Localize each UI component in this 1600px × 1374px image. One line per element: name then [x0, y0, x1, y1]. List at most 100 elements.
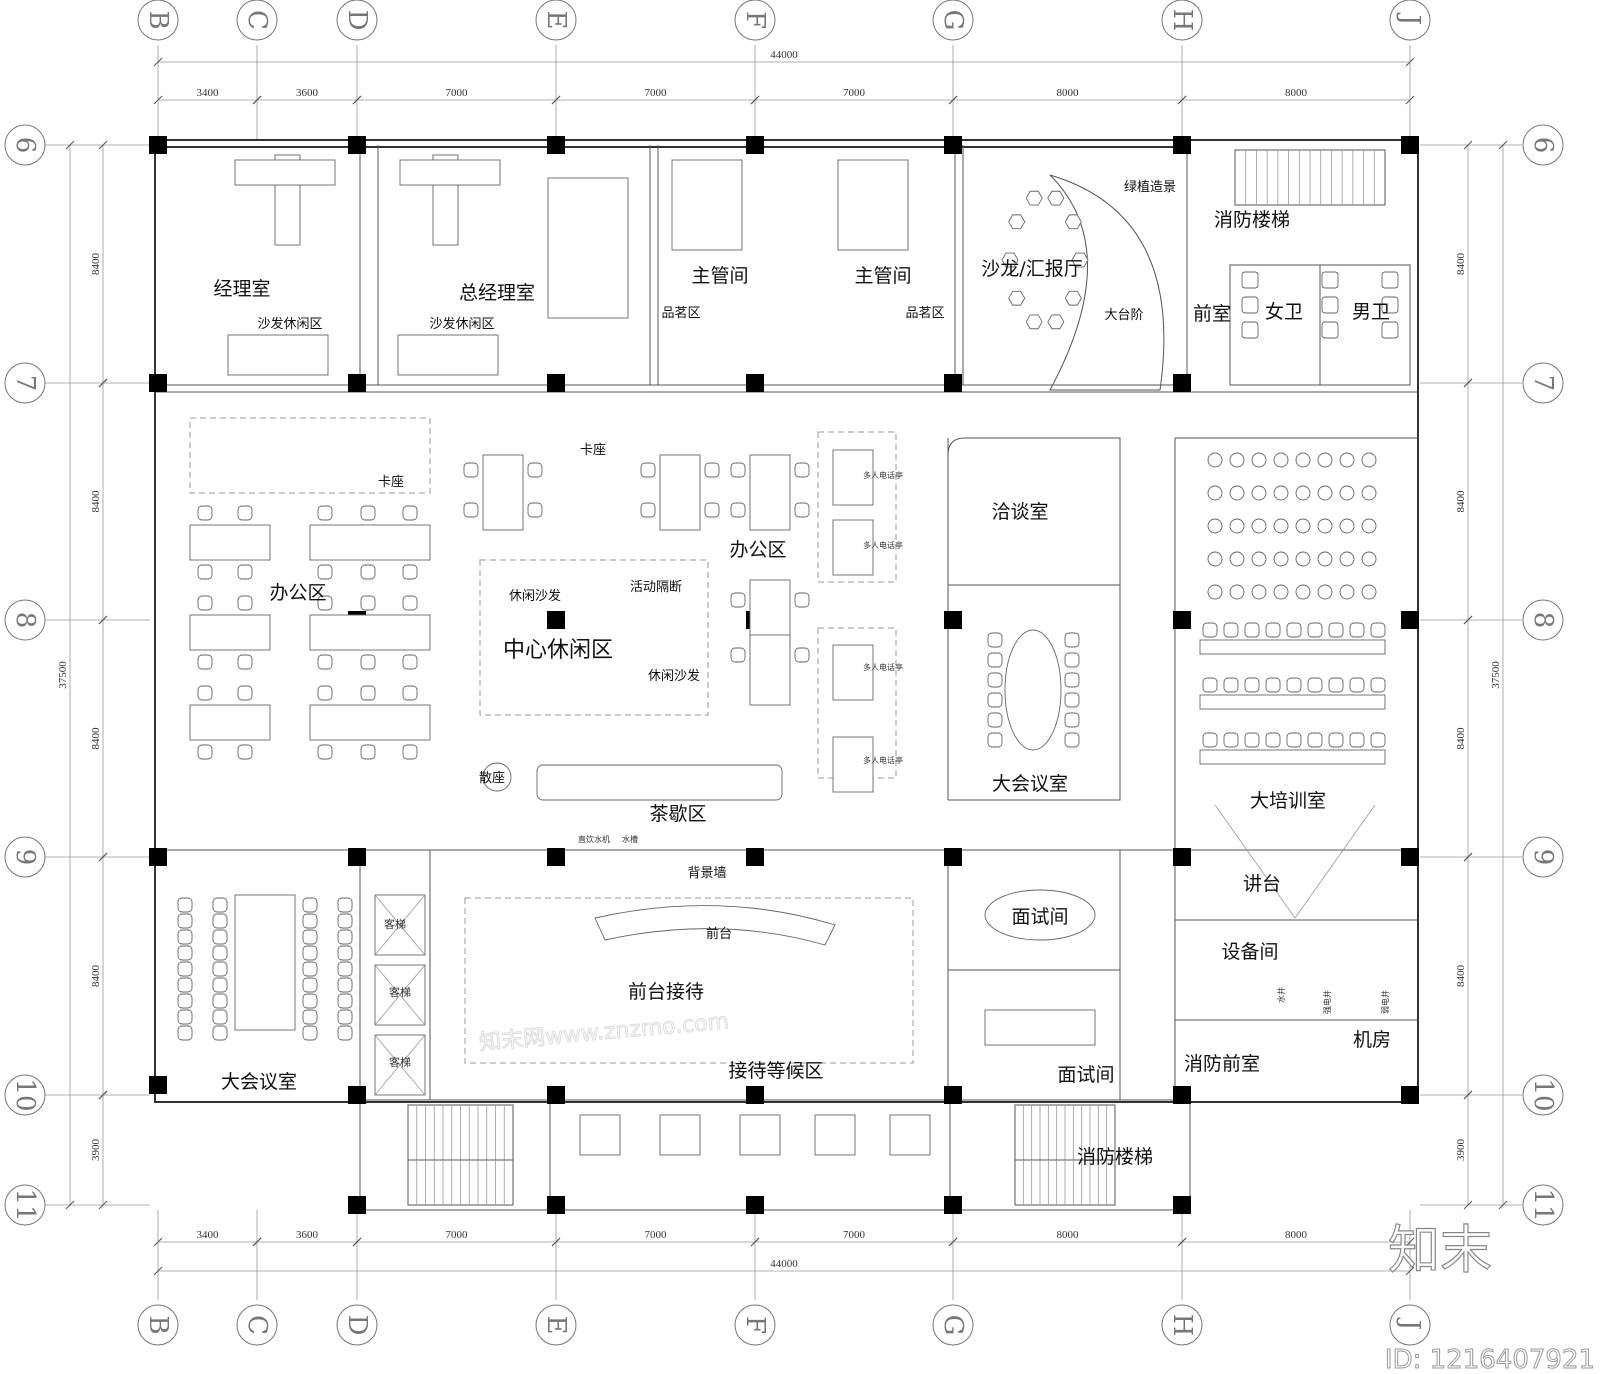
dimension-tick: [1463, 1200, 1473, 1210]
toilet: [1241, 296, 1259, 314]
label-negotiation: 洽谈室: [991, 501, 1048, 523]
axis-label-F: F: [740, 11, 770, 29]
dimension-tick: [1463, 852, 1473, 862]
dimension-tick: [98, 852, 108, 862]
label-elevator: 客梯: [389, 1055, 411, 1069]
structural-column: [348, 1196, 366, 1214]
axis-bubble: [734, 0, 776, 41]
chair: [177, 897, 193, 913]
structural-column: [746, 374, 764, 392]
chair: [1273, 584, 1289, 600]
chair: [197, 654, 213, 670]
chair: [527, 502, 543, 518]
structural-column: [348, 374, 366, 392]
desk: [234, 159, 336, 186]
chair: [317, 564, 333, 580]
chair: [212, 1025, 228, 1041]
structural-column: [348, 848, 366, 866]
structural-column: [944, 136, 962, 154]
axis-bubble: [1161, 1304, 1203, 1346]
chair: [987, 632, 1003, 648]
label-womens-wc: 女卫: [1265, 301, 1303, 323]
desk: [189, 704, 271, 741]
dimension-text: 8400: [90, 490, 102, 513]
dimension-tick: [1463, 140, 1473, 150]
chair: [302, 993, 318, 1009]
label-reception-desk: 前台: [706, 926, 732, 942]
chair: [212, 1009, 228, 1025]
chair: [730, 462, 746, 478]
axis-label-8: 8: [1528, 612, 1558, 629]
chair: [1328, 732, 1344, 748]
chair: [302, 1009, 318, 1025]
label-booth-1: 卡座: [378, 475, 404, 490]
axis-label-7: 7: [1528, 375, 1558, 392]
label-tea-area-2: 品茗区: [905, 306, 944, 321]
chair: [1223, 732, 1239, 748]
chair: [360, 505, 376, 521]
chair: [317, 654, 333, 670]
reception-desk: [594, 905, 836, 946]
axis-label-11: 11: [10, 1188, 40, 1221]
label-manager: 经理室: [213, 278, 270, 300]
axis-bubble: [1522, 124, 1564, 166]
watermark-text: 知末网www.znzmo.com: [478, 1009, 730, 1056]
axis-label-B: B: [143, 10, 173, 29]
chair: [1064, 732, 1080, 748]
stairs: [407, 149, 1386, 1206]
chair: [197, 685, 213, 701]
dimension-text: 8400: [90, 253, 102, 276]
chair: [1339, 452, 1355, 468]
axis-label-9: 9: [10, 849, 40, 866]
chair: [1207, 452, 1223, 468]
chair: [177, 977, 193, 993]
axis-bubble: [137, 1304, 179, 1346]
axis-bubble: [4, 1074, 46, 1116]
chair: [1361, 518, 1377, 534]
axis-label-J: J: [1395, 12, 1425, 25]
structural-column: [746, 136, 764, 154]
dimension-tick: [1177, 95, 1187, 105]
label-equipment: 设备间: [1221, 941, 1278, 963]
axis-bubble: [1161, 0, 1203, 41]
chair: [987, 732, 1003, 748]
axis-label-10: 10: [1528, 1078, 1558, 1111]
toilet: [1241, 271, 1259, 289]
chair: [197, 744, 213, 760]
chair: [177, 993, 193, 1009]
stool: [1001, 252, 1019, 268]
axis-label-G: G: [938, 10, 968, 31]
desk: [739, 1114, 781, 1156]
label-sink: 水槽: [622, 834, 638, 844]
axis-label-7: 7: [10, 375, 40, 392]
dimension-tick: [1463, 615, 1473, 625]
structural-column: [1401, 848, 1419, 866]
structural-column: [1173, 848, 1191, 866]
chair: [1349, 622, 1365, 638]
axis-bubble: [1522, 1184, 1564, 1226]
chair: [1361, 584, 1377, 600]
axis-bubble: [535, 0, 577, 41]
chair: [402, 685, 418, 701]
dimension-tick: [1405, 95, 1415, 105]
chair: [197, 505, 213, 521]
chair: [1361, 551, 1377, 567]
chair: [1229, 551, 1245, 567]
chair: [212, 897, 228, 913]
chair: [1339, 584, 1355, 600]
dimension-tick: [948, 95, 958, 105]
chair: [197, 564, 213, 580]
axis-bubble: [1522, 599, 1564, 641]
toilet: [1381, 321, 1399, 339]
chair: [302, 913, 318, 929]
chair: [337, 929, 353, 945]
label-water-dispenser: 直饮水机: [578, 834, 610, 844]
label-large-meeting-left: 大会议室: [221, 1071, 297, 1093]
label-training: 大培训室: [1250, 790, 1326, 812]
dimension-text: 3900: [1455, 1139, 1467, 1162]
toilet: [1321, 296, 1339, 314]
axis-label-11: 11: [1528, 1188, 1558, 1221]
structural-column: [149, 1076, 167, 1094]
chair: [212, 977, 228, 993]
dimension-text: 8400: [1455, 490, 1467, 513]
